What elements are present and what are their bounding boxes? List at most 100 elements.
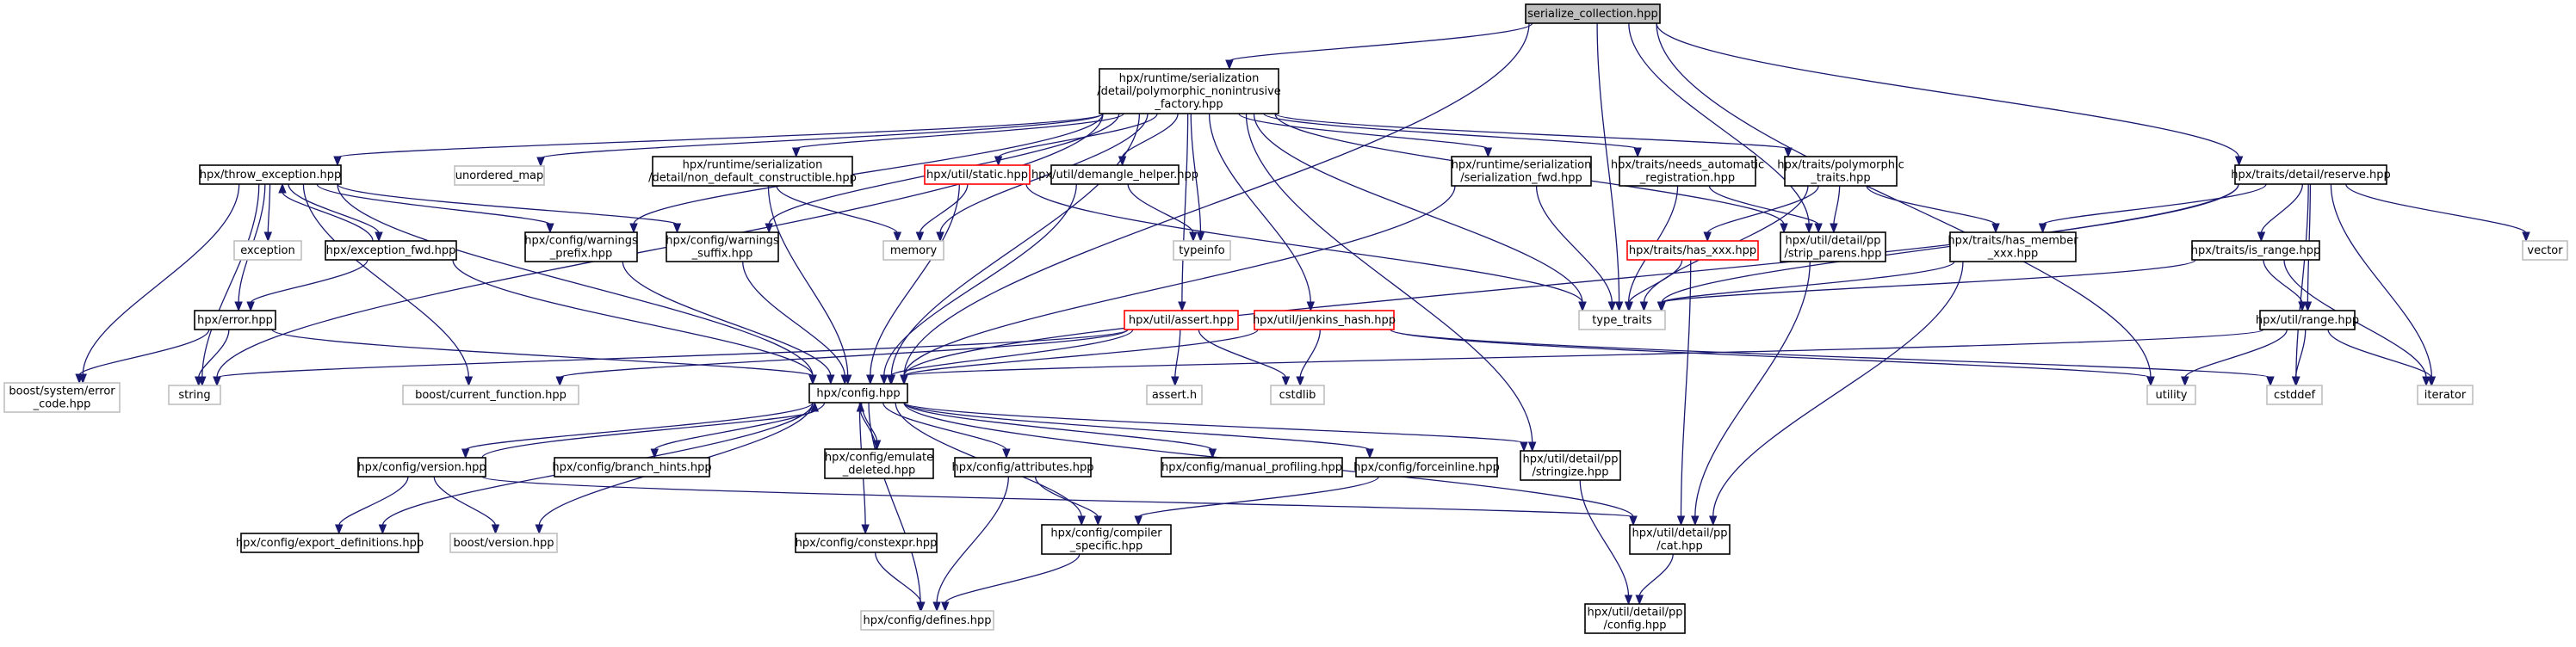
edge-line [870, 183, 960, 377]
node-polytraits[interactable]: hpx/traits/polymorphic_traits.hpp [1777, 156, 1904, 187]
arrowhead [278, 182, 287, 194]
dependency-edge-assert-to-cstdlib [1198, 329, 1291, 387]
edge-line [1656, 22, 2240, 158]
node-root[interactable]: serialize_collection.hpp [1525, 3, 1661, 24]
node-defines[interactable]: hpx/config/defines.hpp [860, 610, 994, 631]
node-serfwd[interactable]: hpx/runtime/serialization/serialization_… [1451, 156, 1592, 187]
node-unordered[interactable]: unordered_map [454, 165, 545, 186]
edge-line [481, 476, 1634, 518]
edge-line [1579, 479, 1630, 597]
node-forceinline[interactable]: hpx/config/forceinline.hpp [1353, 457, 1500, 478]
edge-line [997, 113, 1158, 158]
node-boostver[interactable]: boost/version.hpp [449, 533, 558, 553]
dependency-edge-config-to-attributes [882, 402, 1011, 459]
arrowhead [1991, 223, 2000, 234]
node-hasxxx[interactable]: hpx/traits/has_xxx.hpp [1626, 240, 1759, 261]
node-exportdef[interactable]: hpx/config/export_definitions.hpp [236, 533, 424, 553]
dependency-edge-jenkins-to-cstddef [1390, 329, 2275, 387]
node-needsauto[interactable]: hpx/traits/needs_automatic_registration.… [1611, 156, 1764, 187]
dependency-edge-assert-to-curfunc [555, 329, 1129, 387]
node-reserve[interactable]: hpx/traits/detail/reserve.hpp [2231, 164, 2391, 185]
node-ppconfig[interactable]: hpx/util/detail/pp/config.hpp [1584, 603, 1686, 634]
edge-line [1025, 183, 1583, 304]
node-box [1949, 231, 2077, 262]
node-error[interactable]: hpx/error.hpp [194, 310, 276, 330]
node-attributes[interactable]: hpx/config/attributes.hpp [951, 457, 1094, 478]
node-config[interactable]: hpx/config.hpp [808, 383, 908, 404]
node-cstdlib[interactable]: cstdlib [1270, 385, 1325, 405]
edge-line [282, 191, 374, 242]
node-poly[interactable]: hpx/runtime/serialization/detail/polymor… [1097, 68, 1281, 114]
edge-line [622, 261, 832, 377]
node-compiler[interactable]: hpx/config/compiler_specific.hpp [1041, 524, 1172, 555]
node-strip[interactable]: hpx/util/detail/pp/strip_parens.hpp [1780, 231, 1886, 262]
node-assert[interactable]: hpx/util/assert.hpp [1124, 310, 1239, 330]
node-label: /strip_parens.hpp [1784, 248, 1881, 261]
arrowhead [1633, 147, 1642, 158]
node-throw[interactable]: hpx/throw_exception.hpp [199, 164, 342, 185]
edge-line [868, 402, 921, 604]
arrowhead [1002, 448, 1011, 459]
edge-line [1181, 113, 1189, 304]
node-exception[interactable]: exception [233, 240, 302, 261]
node-emulate[interactable]: hpx/config/emulate_deleted.hpp [824, 448, 934, 479]
dependency-edge-wprefix-to-config [622, 261, 835, 385]
node-box [1161, 457, 1343, 478]
edge-line [338, 476, 409, 527]
dependency-edge-range-to-config [900, 329, 2264, 385]
node-version[interactable]: hpx/config/version.hpp [357, 457, 486, 478]
edge-line [882, 402, 1007, 451]
node-memory[interactable]: memory [882, 240, 944, 261]
node-hasmember[interactable]: hpx/traits/has_member_xxx.hpp [1947, 231, 2078, 262]
node-iterator[interactable]: iterator [2417, 385, 2474, 405]
arrowhead [2181, 376, 2189, 387]
arrowhead [932, 601, 941, 613]
node-utility[interactable]: utility [2146, 385, 2196, 405]
dependency-edge-strip-to-cat [1691, 261, 1811, 527]
node-box [652, 156, 853, 187]
dependency-edge-attributes-to-compiler [1034, 476, 1103, 527]
node-branch[interactable]: hpx/config/branch_hints.hpp [552, 457, 712, 478]
edge-line [883, 183, 1077, 377]
edge-line [776, 185, 898, 234]
node-label: hpx/util/detail/pp [1588, 607, 1683, 619]
node-static[interactable]: hpx/util/static.hpp [924, 164, 1031, 185]
edge-line [82, 183, 240, 376]
node-ndc[interactable]: hpx/runtime/serialization/detail/non_def… [648, 156, 857, 187]
edge-line [540, 113, 1104, 159]
node-cstddef[interactable]: cstddef [2266, 385, 2323, 405]
arrowhead [765, 223, 773, 234]
node-isrange[interactable]: hpx/traits/is_range.hpp [2191, 240, 2320, 261]
node-typeinfo[interactable]: typeinfo [1173, 240, 1231, 261]
node-excfwd[interactable]: hpx/exception_fwd.hpp [325, 240, 457, 261]
node-asserth[interactable]: assert.h [1146, 385, 1203, 405]
dependency-edge-root-to-poly [1225, 22, 1533, 71]
node-box [1578, 310, 1666, 330]
arrowhead [536, 157, 545, 168]
node-boosterr[interactable]: boost/system/error_code.hpp [3, 382, 121, 413]
edge-line [1263, 113, 1638, 150]
node-box [795, 533, 938, 553]
node-vector[interactable]: vector [2522, 240, 2568, 261]
arrowhead [1077, 515, 1086, 527]
node-demangle[interactable]: hpx/util/demangle_helper.hpp [1031, 164, 1198, 185]
node-range[interactable]: hpx/util/range.hpp [2256, 310, 2359, 330]
node-jenkins[interactable]: hpx/util/jenkins_hash.hpp [1253, 310, 1396, 330]
arrowhead [1830, 223, 1838, 234]
node-box [824, 448, 934, 479]
node-constexpr[interactable]: hpx/config/constexpr.hpp [795, 533, 938, 553]
node-cat[interactable]: hpx/util/detail/pp/cat.hpp [1629, 524, 1731, 555]
edge-line [2184, 329, 2288, 379]
arrowhead [1520, 441, 1528, 453]
arrowhead [915, 231, 925, 243]
node-wsuffix[interactable]: hpx/config/warnings_suffix.hpp [666, 231, 779, 262]
dependency-edge-version-to-boostver [433, 476, 500, 535]
node-wprefix[interactable]: hpx/config/warnings_prefix.hpp [524, 231, 638, 262]
arrowhead [941, 601, 950, 613]
node-typetraits[interactable]: type_traits [1578, 310, 1666, 330]
node-label: hpx/config.hpp [816, 387, 900, 400]
node-manprof[interactable]: hpx/config/manual_profiling.hpp [1161, 457, 1343, 478]
node-stringize[interactable]: hpx/util/detail/pp/stringize.hpp [1520, 450, 1621, 481]
node-curfunc[interactable]: boost/current_function.hpp [402, 385, 579, 405]
node-string[interactable]: string [168, 385, 221, 405]
